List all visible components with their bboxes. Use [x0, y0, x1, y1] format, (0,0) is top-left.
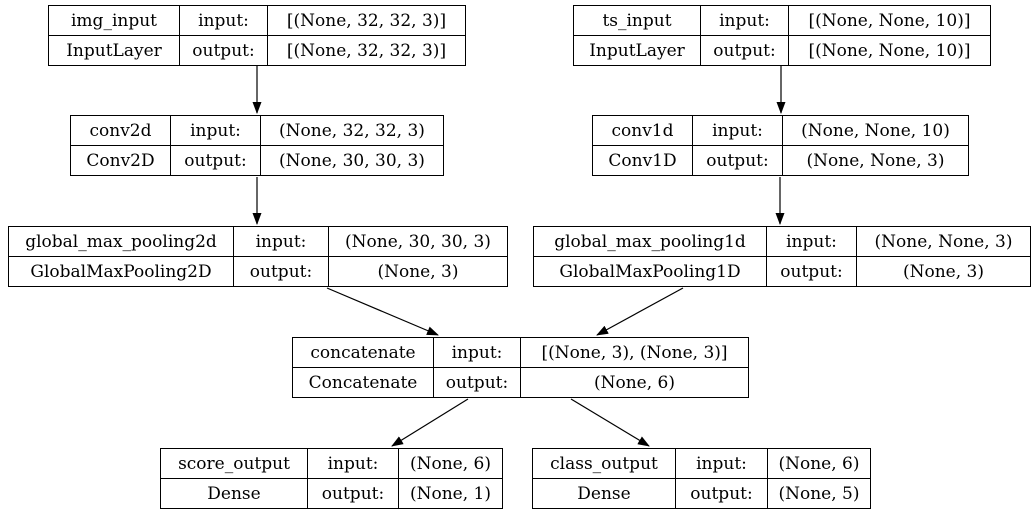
- node-conv1d: conv1d input: (None, None, 10) Conv1D ou…: [592, 115, 969, 176]
- input-shape: (None, None, 10): [782, 115, 969, 146]
- input-label: input:: [179, 5, 268, 36]
- output-label: output:: [179, 35, 268, 66]
- output-label: output:: [692, 145, 783, 176]
- layer-type: GlobalMaxPooling1D: [533, 256, 767, 287]
- output-label: output:: [233, 256, 329, 287]
- input-shape: [(None, None, 10)]: [788, 5, 991, 36]
- node-score_output: score_output input: (None, 6) Dense outp…: [160, 448, 503, 509]
- output-shape: (None, 30, 30, 3): [260, 145, 444, 176]
- input-shape: [(None, 3), (None, 3)]: [520, 337, 749, 368]
- node-img_input: img_input input: [(None, 32, 32, 3)] Inp…: [48, 5, 466, 66]
- layer-type: Dense: [532, 478, 676, 509]
- layer-name: conv2d: [70, 115, 171, 146]
- output-shape: (None, 3): [328, 256, 508, 287]
- input-label: input:: [692, 115, 783, 146]
- layer-name: conv1d: [592, 115, 693, 146]
- node-concatenate: concatenate input: [(None, 3), (None, 3)…: [292, 337, 749, 398]
- output-label: output:: [675, 478, 768, 509]
- layer-type: Conv2D: [70, 145, 171, 176]
- layer-type: InputLayer: [573, 35, 701, 66]
- input-shape: (None, 30, 30, 3): [328, 226, 508, 257]
- input-label: input:: [433, 337, 521, 368]
- layer-type: InputLayer: [48, 35, 180, 66]
- input-shape: (None, None, 3): [856, 226, 1031, 257]
- layer-name: class_output: [532, 448, 676, 479]
- layer-name: img_input: [48, 5, 180, 36]
- node-global_max_pooling1d: global_max_pooling1d input: (None, None,…: [533, 226, 1031, 287]
- input-label: input:: [700, 5, 789, 36]
- output-shape: (None, 5): [767, 478, 871, 509]
- input-shape: (None, 6): [767, 448, 871, 479]
- output-shape: (None, 3): [856, 256, 1031, 287]
- node-ts_input: ts_input input: [(None, None, 10)] Input…: [573, 5, 991, 66]
- layer-type: Conv1D: [592, 145, 693, 176]
- layer-name: ts_input: [573, 5, 701, 36]
- input-label: input:: [307, 448, 399, 479]
- node-global_max_pooling2d: global_max_pooling2d input: (None, 30, 3…: [8, 226, 508, 287]
- node-class_output: class_output input: (None, 6) Dense outp…: [532, 448, 871, 509]
- layer-name: score_output: [160, 448, 308, 479]
- node-conv2d: conv2d input: (None, 32, 32, 3) Conv2D o…: [70, 115, 444, 176]
- edge-concatenate-to-class_output: [570, 398, 650, 447]
- output-label: output:: [170, 145, 261, 176]
- layer-type: GlobalMaxPooling2D: [8, 256, 234, 287]
- output-shape: (None, 6): [520, 367, 749, 398]
- output-label: output:: [307, 478, 399, 509]
- input-shape: [(None, 32, 32, 3)]: [267, 5, 466, 36]
- layer-name: global_max_pooling2d: [8, 226, 234, 257]
- input-label: input:: [170, 115, 261, 146]
- layer-name: concatenate: [292, 337, 434, 368]
- layer-name: global_max_pooling1d: [533, 226, 767, 257]
- input-shape: (None, 32, 32, 3): [260, 115, 444, 146]
- output-shape: (None, 1): [398, 478, 503, 509]
- layer-type: Dense: [160, 478, 308, 509]
- output-label: output:: [766, 256, 857, 287]
- edge-global_max_pooling1d-to-concatenate: [596, 287, 684, 336]
- edge-concatenate-to-score_output: [391, 398, 469, 447]
- layer-type: Concatenate: [292, 367, 434, 398]
- input-shape: (None, 6): [398, 448, 503, 479]
- input-label: input:: [766, 226, 857, 257]
- output-shape: [(None, None, 10)]: [788, 35, 991, 66]
- output-label: output:: [700, 35, 789, 66]
- input-label: input:: [675, 448, 768, 479]
- input-label: input:: [233, 226, 329, 257]
- edge-global_max_pooling2d-to-concatenate: [326, 287, 439, 336]
- output-label: output:: [433, 367, 521, 398]
- output-shape: (None, None, 3): [782, 145, 969, 176]
- output-shape: [(None, 32, 32, 3)]: [267, 35, 466, 66]
